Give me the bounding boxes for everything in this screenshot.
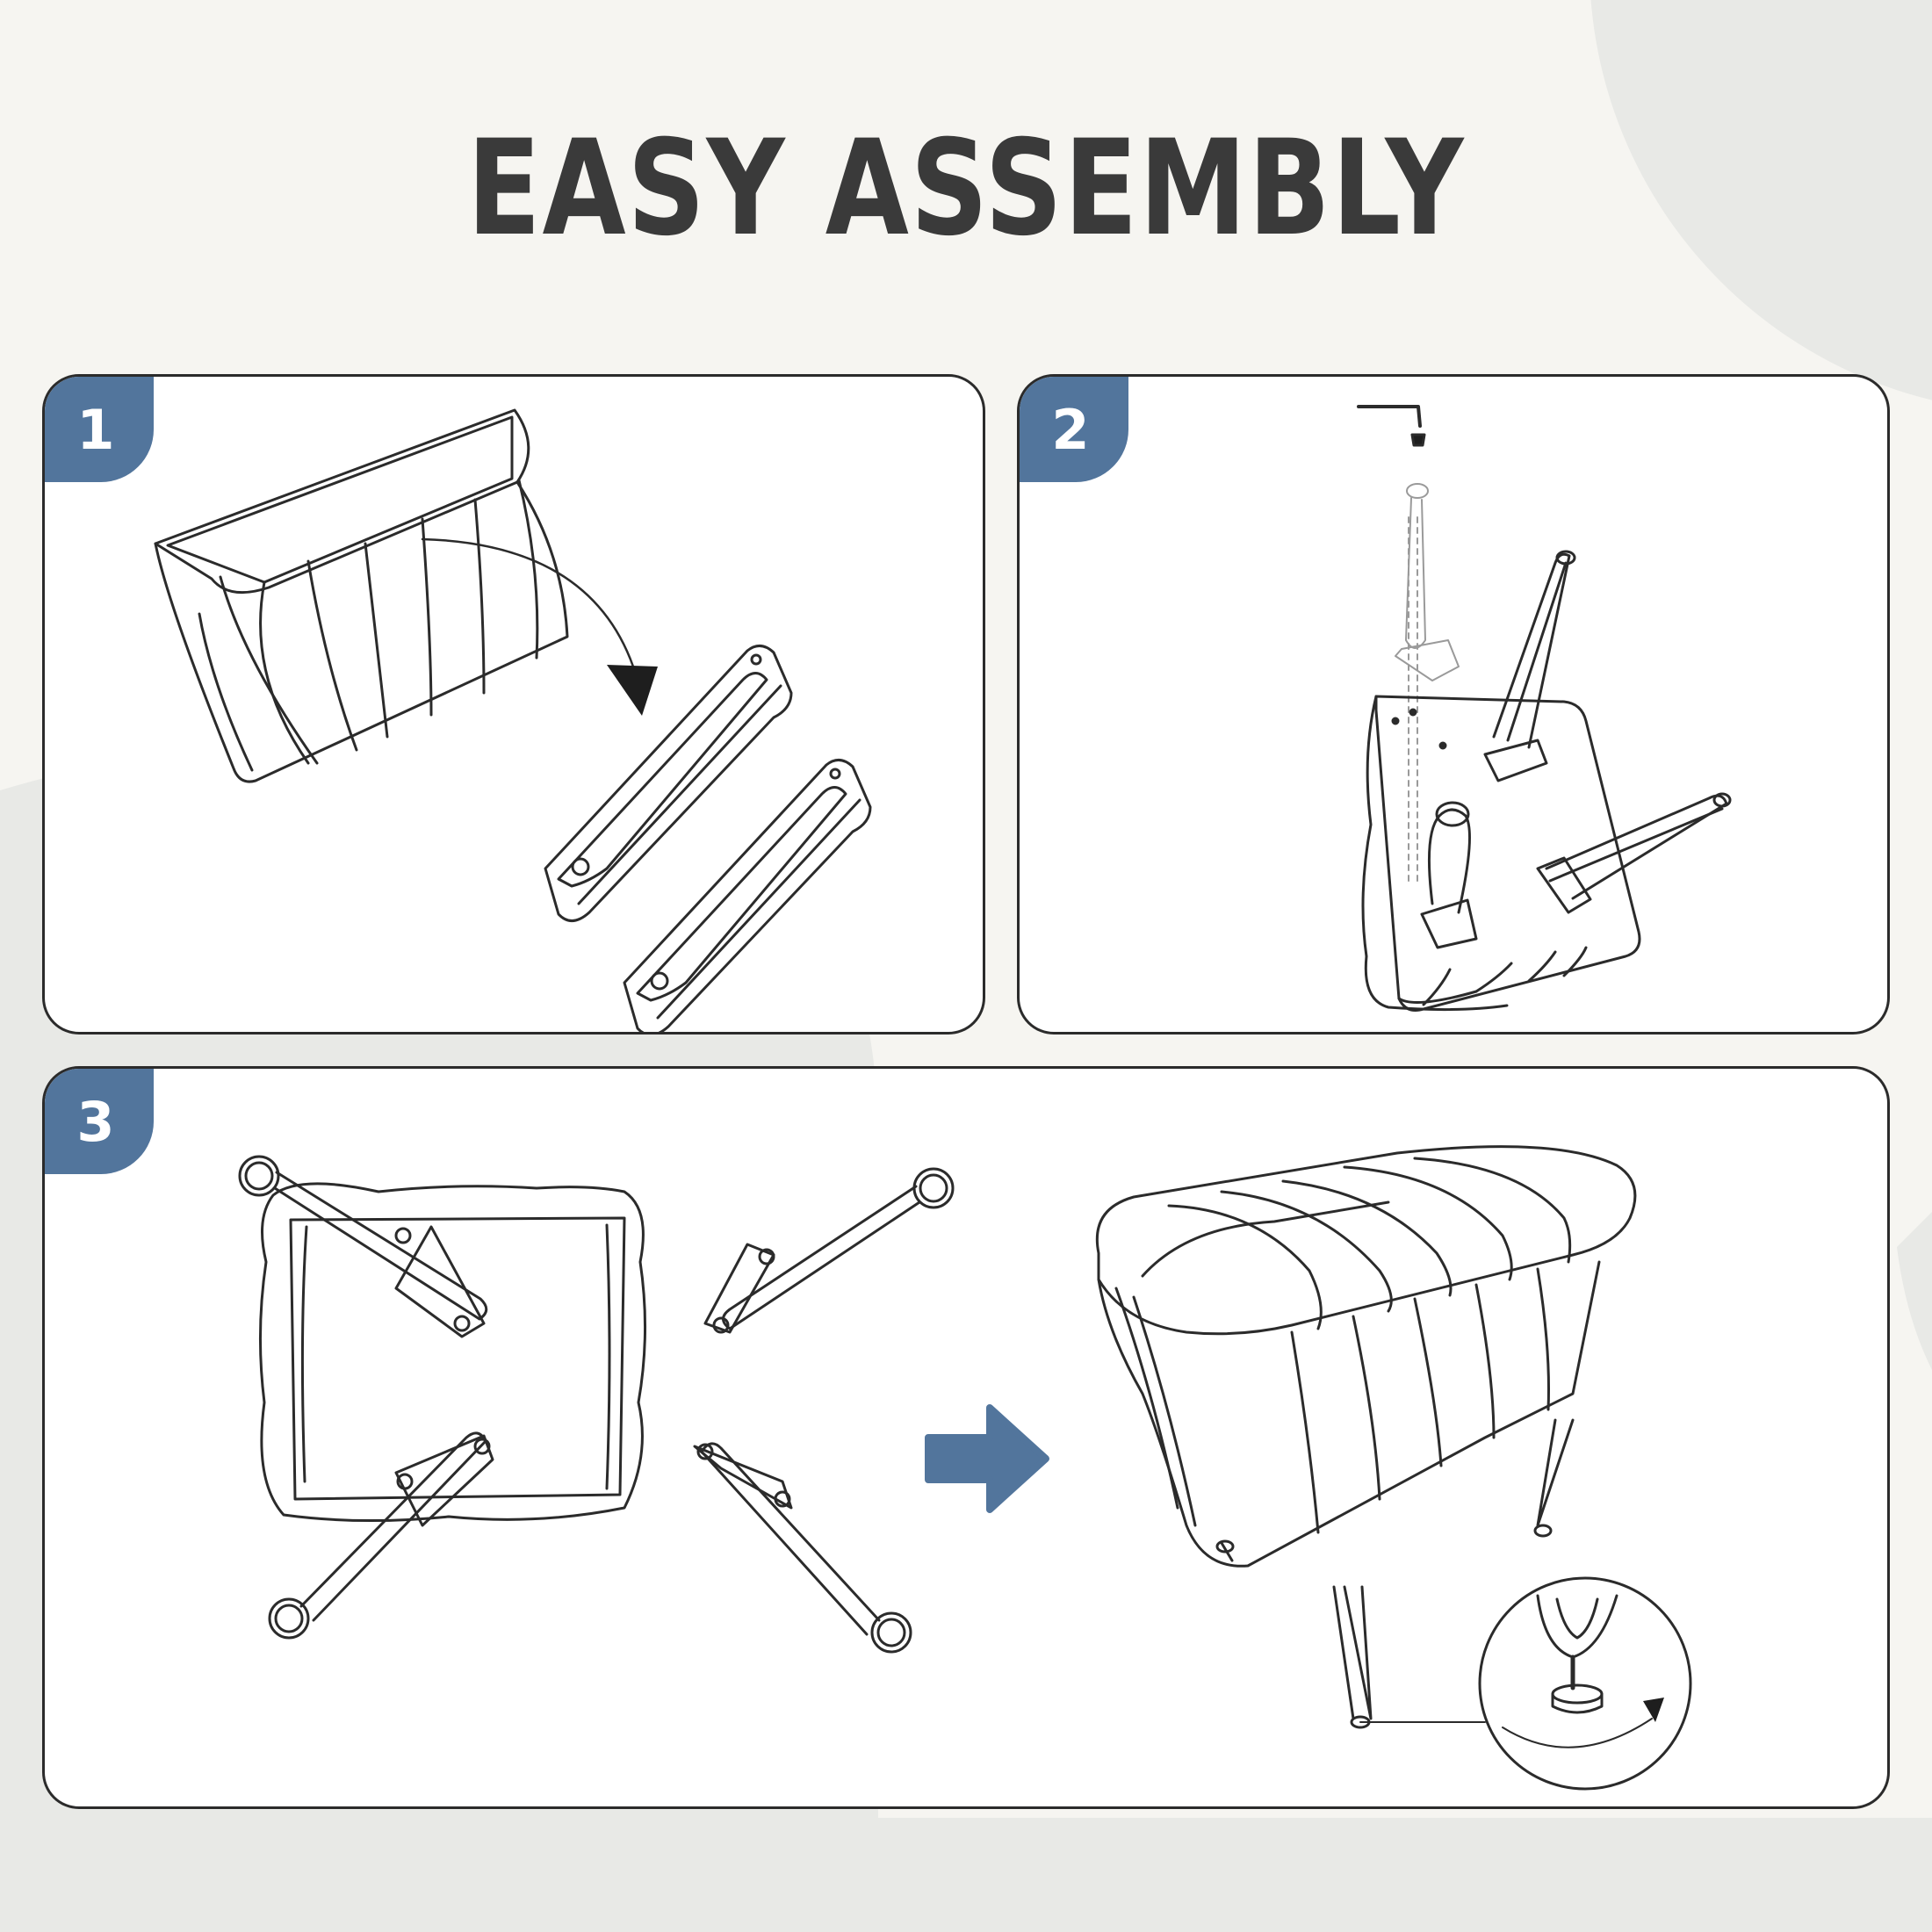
hex-key-icon [1357, 405, 1426, 447]
ottoman-base-upside-down [1361, 695, 1641, 1012]
assembled-ottoman [1095, 1145, 1637, 1729]
flip-arrow [421, 537, 658, 716]
step-2-illustration [1357, 405, 1732, 1012]
foot-adjust-detail [1478, 1576, 1692, 1791]
step-2-panel: 2 [1017, 374, 1890, 1034]
ottoman-upside-down [154, 408, 569, 783]
background-curve-right [1897, 1212, 1932, 1370]
step-3-badge: 3 [45, 1069, 154, 1174]
leg-being-attached [1395, 483, 1460, 887]
ottoman-bottom-view [258, 1182, 647, 1523]
background-band-bottom [0, 1818, 1932, 1932]
page-title: EASY ASSEMBLY [466, 112, 1466, 265]
step-2-badge: 2 [1020, 377, 1128, 482]
step-1-illustration [154, 408, 872, 1032]
step-3-panel: 3 [42, 1066, 1890, 1809]
step-1-panel: 1 [42, 374, 985, 1034]
hairpin-legs-pair [544, 645, 872, 1032]
step-3-illustration [238, 1145, 1692, 1791]
background-circle-top-right [1590, 0, 1932, 400]
bottom-view-legs [238, 1155, 955, 1654]
transform-arrow [925, 1404, 1049, 1513]
attached-legs [1420, 550, 1732, 949]
step-1-badge: 1 [45, 377, 154, 482]
